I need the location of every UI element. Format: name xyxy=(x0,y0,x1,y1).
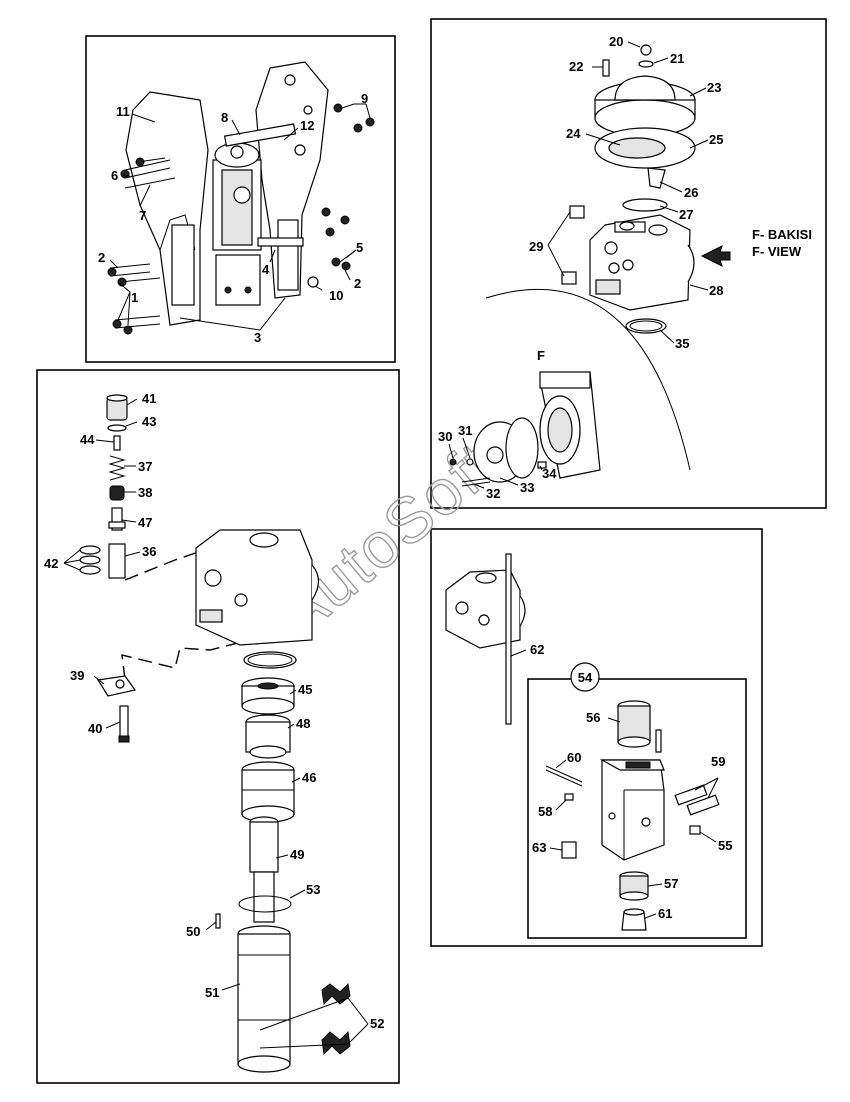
part-label-26: 26 xyxy=(684,185,698,200)
part-label-1: 1 xyxy=(131,290,138,305)
part-label-46: 46 xyxy=(302,770,316,785)
part-label-48: 48 xyxy=(296,716,310,731)
view-caption-en: F- VIEW xyxy=(752,244,802,259)
part-label-32: 32 xyxy=(486,486,500,501)
part-label-50: 50 xyxy=(186,924,200,939)
part-label-40: 40 xyxy=(88,721,102,736)
part-label-51: 51 xyxy=(205,985,219,1000)
part-label-28: 28 xyxy=(709,283,723,298)
view-caption-tr: F- BAKISI xyxy=(752,227,812,242)
part-label-7: 7 xyxy=(139,208,146,223)
part-label-44: 44 xyxy=(80,432,95,447)
part-label-23: 23 xyxy=(707,80,721,95)
part-label-5: 5 xyxy=(356,240,363,255)
part-label-63: 63 xyxy=(532,840,546,855)
part-label-9: 9 xyxy=(361,91,368,106)
motor-assembly-drawing xyxy=(449,44,731,487)
part-label-49: 49 xyxy=(290,847,304,862)
panel-frame-bottom-right xyxy=(430,528,763,947)
part-label-24: 24 xyxy=(566,126,581,141)
part-label-37: 37 xyxy=(138,459,152,474)
part-label-36: 36 xyxy=(142,544,156,559)
part-label-8: 8 xyxy=(221,110,228,125)
panel-frame-bottom-left xyxy=(36,369,400,1084)
part-label-47: 47 xyxy=(138,515,152,530)
part-label-56: 56 xyxy=(586,710,600,725)
part-label-6: 6 xyxy=(111,168,118,183)
part-label-57: 57 xyxy=(664,876,678,891)
part-label-20: 20 xyxy=(609,34,623,49)
part-label-43: 43 xyxy=(142,414,156,429)
part-label-10: 10 xyxy=(329,288,343,303)
part-label-27: 27 xyxy=(679,207,693,222)
part-label-21: 21 xyxy=(670,51,684,66)
part-label-62: 62 xyxy=(530,642,544,657)
bracket-assembly-drawing xyxy=(107,61,375,335)
part-label-2-right: 2 xyxy=(354,276,361,291)
part-label-58: 58 xyxy=(538,804,552,819)
part-label-39: 39 xyxy=(70,668,84,683)
part-label-25: 25 xyxy=(709,132,723,147)
part-label-31: 31 xyxy=(458,423,472,438)
part-label-45: 45 xyxy=(298,682,312,697)
part-label-3: 3 xyxy=(254,330,261,345)
panel-frame-top-left xyxy=(85,35,396,363)
part-label-4: 4 xyxy=(262,262,270,277)
part-label-22: 22 xyxy=(569,59,583,74)
part-label-35: 35 xyxy=(675,336,689,351)
part-label-2-left: 2 xyxy=(98,250,105,265)
part-label-11: 11 xyxy=(116,104,130,119)
part-label-60: 60 xyxy=(567,750,581,765)
part-label-61: 61 xyxy=(658,906,672,921)
part-label-55: 55 xyxy=(718,838,732,853)
part-label-38: 38 xyxy=(138,485,152,500)
part-label-59: 59 xyxy=(711,754,725,769)
part-label-42: 42 xyxy=(44,556,58,571)
view-label-f: F xyxy=(537,348,545,363)
panel-frame-inset-54 xyxy=(527,678,747,939)
part-label-29: 29 xyxy=(529,239,543,254)
part-label-41: 41 xyxy=(142,391,156,406)
part-label-34: 34 xyxy=(542,466,557,481)
part-label-30: 30 xyxy=(438,429,452,444)
part-label-52: 52 xyxy=(370,1016,384,1031)
part-label-54-callout: 54 xyxy=(578,670,593,685)
housing-inset-drawing xyxy=(445,553,720,931)
panel-frame-top-right xyxy=(430,18,827,509)
part-label-12: 12 xyxy=(300,118,314,133)
valve-stack-drawing xyxy=(79,394,351,1073)
part-label-53: 53 xyxy=(306,882,320,897)
part-label-33: 33 xyxy=(520,480,534,495)
